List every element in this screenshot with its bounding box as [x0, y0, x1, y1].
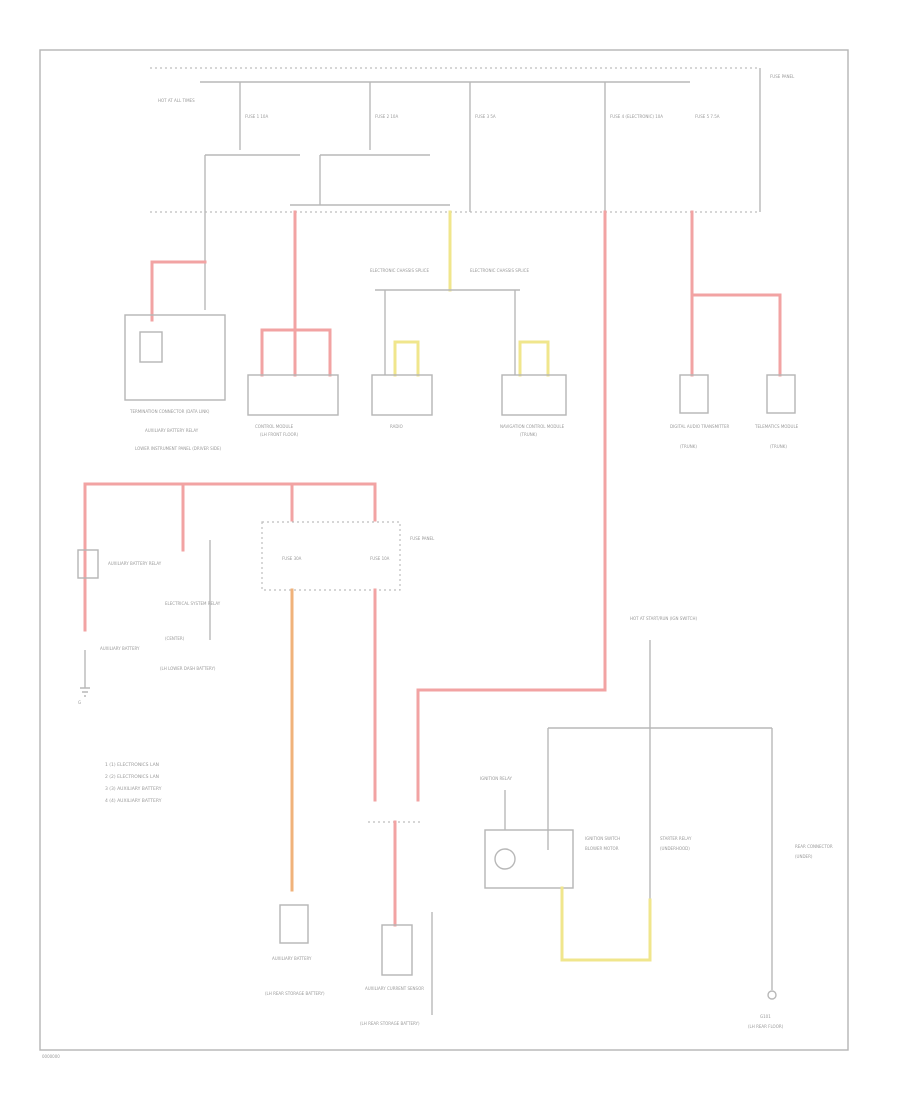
wires-upper	[150, 210, 782, 802]
legend: 1 (1) ELECTRONICS LAN 2 (2) ELECTRONICS …	[105, 762, 162, 804]
upper-components: TERMINATION CONNECTOR (DATA LINK) AUXILI…	[124, 268, 799, 451]
diagram-frame	[39, 49, 849, 1051]
fuse-mid-b-label: FUSE 10A	[370, 556, 390, 561]
starter-relay-label: STARTER RELAY	[660, 836, 692, 841]
comp-left-pair-sub2: LOWER INSTRUMENT PANEL (DRIVER SIDE)	[135, 446, 221, 451]
splice-1-label: ELECTRONIC CHASSIS SPLICE	[370, 268, 429, 273]
rear-relay-label: REAR CONNECTOR	[795, 844, 833, 849]
ground-left-label: G	[78, 700, 81, 705]
comp-telematic-sub: (TRUNK)	[770, 444, 787, 449]
bottom-comp-1-label: AUXILIARY BATTERY	[272, 956, 312, 961]
ign-switch-sub: BLOWER MOTOR	[585, 846, 619, 851]
bottom-comp-1-sub: (LH REAR STORAGE BATTERY)	[265, 991, 325, 996]
relay-mid-sub2: (LH LOWER DASH BATTERY)	[160, 666, 216, 671]
legend-line-1: 1 (1) ELECTRONICS LAN	[105, 762, 159, 768]
ignition-relay-label: IGNITION RELAY	[480, 776, 513, 781]
fuse-panel-top-label: FUSE PANEL	[770, 74, 795, 79]
middle-section: AUXILIARY BATTERY RELAY AUXILIARY BATTER…	[77, 482, 435, 892]
aux-battery-label: AUXILIARY BATTERY	[100, 646, 140, 651]
relay-mid-label: ELECTRICAL SYSTEM RELAY	[165, 601, 221, 606]
comp-module-sub: (LH FRONT FLOOR)	[260, 432, 298, 437]
lower-right-components: HOT AT START/RUN (IGN SWITCH) IGNITION R…	[480, 616, 833, 1029]
fuse-panel-mid-label: FUSE PANEL	[410, 536, 435, 541]
starter-relay-sub: (UNDERHOOD)	[660, 846, 690, 851]
comp-left-pair-sub: AUXILIARY BATTERY RELAY	[145, 428, 199, 433]
rear-relay-sub: (UNDER)	[795, 854, 813, 859]
bottom-comp-2-label: AUXILIARY CURRENT SENSOR	[365, 986, 424, 991]
comp-module-label: CONTROL MODULE	[255, 424, 294, 429]
comp-dlc-sub: (TRUNK)	[680, 444, 697, 449]
legend-line-3: 3 (3) AUXILIARY BATTERY	[105, 786, 162, 792]
bottom-comp-2-sub: (LH REAR STORAGE BATTERY)	[360, 1021, 420, 1026]
ground-right-sub: (LH REAR FLOOR)	[748, 1024, 784, 1029]
comp-dlc-label: DIGITAL AUDIO TRANSMITTER	[670, 424, 730, 429]
comp-radio-label: RADIO	[390, 424, 403, 429]
lower-left-components: AUXILIARY BATTERY (LH REAR STORAGE BATTE…	[265, 820, 433, 1026]
comp-left-pair-label: TERMINATION CONNECTOR (DATA LINK)	[129, 409, 210, 414]
fuse-panel-top: HOT AT ALL TIMES FUSE PANEL FUSE 1 10A F…	[150, 67, 795, 213]
fuse-d-label: FUSE 4 (ELECTRONIC) 10A	[610, 114, 663, 119]
fuse-mid-a-label: FUSE 30A	[282, 556, 302, 561]
fuse-a-label: FUSE 1 10A	[245, 114, 268, 119]
fuse-b-label: FUSE 2 10A	[375, 114, 398, 119]
fuse-e-label: FUSE 5 7.5A	[695, 114, 720, 119]
power-dist-label: HOT AT START/RUN (IGN SWITCH)	[630, 616, 697, 621]
comp-nav-sub: (TRUNK)	[520, 432, 537, 437]
relay-mid-sub: (CENTER)	[165, 636, 185, 641]
splice-2-label: ELECTRONIC CHASSIS SPLICE	[470, 268, 529, 273]
power-source-label: HOT AT ALL TIMES	[158, 98, 195, 103]
ign-switch-label: IGNITION SWITCH	[585, 836, 620, 841]
legend-line-4: 4 (4) AUXILIARY BATTERY	[105, 798, 162, 804]
comp-nav-label: NAVIGATION CONTROL MODULE	[500, 424, 565, 429]
legend-line-2: 2 (2) ELECTRONICS LAN	[105, 774, 159, 780]
footer-code: 0000000	[42, 1054, 60, 1059]
ground-right-label: G101	[760, 1014, 771, 1019]
fuse-c-label: FUSE 3 5A	[475, 114, 496, 119]
aux-relay-label: AUXILIARY BATTERY RELAY	[108, 561, 162, 566]
comp-telematic-label: TELEMATICS MODULE	[754, 424, 799, 429]
